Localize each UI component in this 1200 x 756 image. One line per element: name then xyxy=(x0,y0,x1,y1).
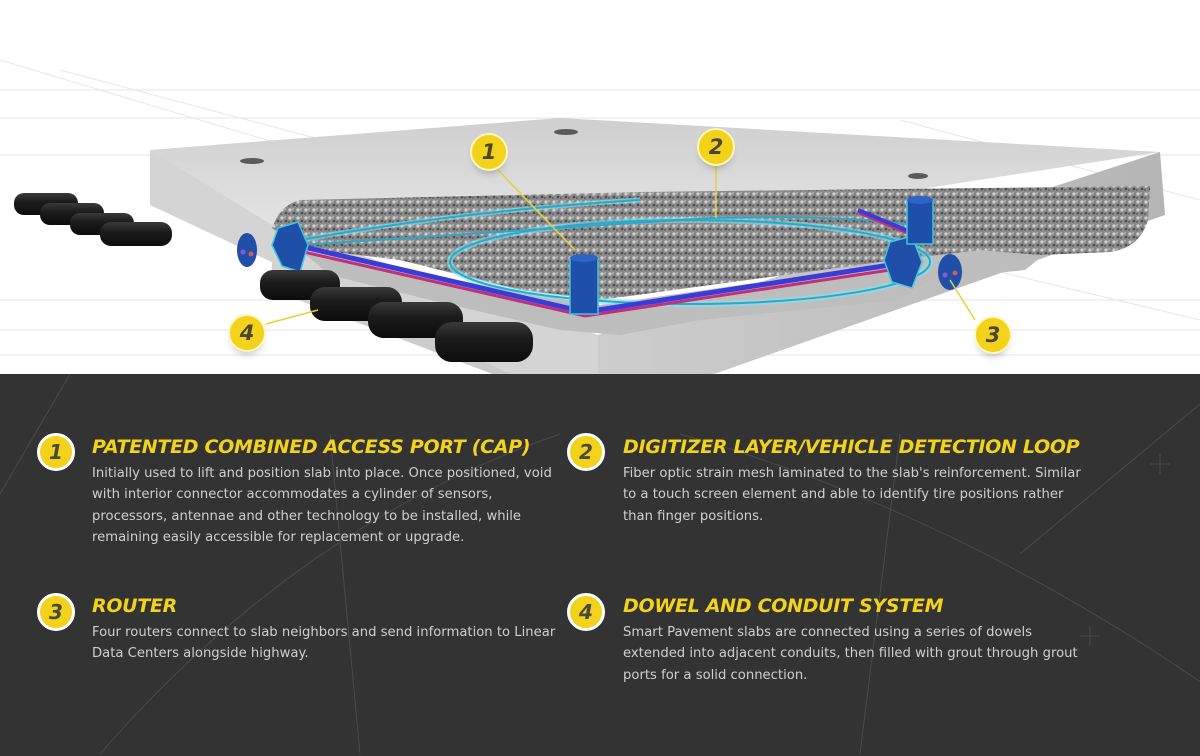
dowels-left xyxy=(14,193,172,246)
feature-number-badge: 3 xyxy=(37,593,75,631)
diagram-callout-2: 2 xyxy=(697,128,735,166)
feature-number-badge: 2 xyxy=(567,433,605,471)
feature-number-badge: 1 xyxy=(37,433,75,471)
feature-title: ROUTER xyxy=(92,595,177,617)
feature-description: Four routers connect to slab neighbors a… xyxy=(92,625,556,662)
feature-panel: 1 PATENTED COMBINED ACCESS PORT (CAP) In… xyxy=(0,374,1200,756)
panel-background-lines xyxy=(0,374,1200,755)
feature-title: DIGITIZER LAYER/VEHICLE DETECTION LOOP xyxy=(623,436,1080,458)
diagram-callout-4: 4 xyxy=(228,314,266,352)
combined-access-port-2 xyxy=(906,196,934,245)
feature-title: PATENTED COMBINED ACCESS PORT (CAP) xyxy=(92,436,531,458)
grout-port xyxy=(554,129,578,135)
diagram-callout-3: 3 xyxy=(974,316,1012,354)
feature-number-badge: 4 xyxy=(567,593,605,631)
feature-description: Initially used to lift and position slab… xyxy=(92,466,552,545)
feature-title: DOWEL AND CONDUIT SYSTEM xyxy=(623,595,944,617)
callout-leaders xyxy=(265,165,976,325)
digitizer-loop xyxy=(299,197,933,307)
slab-diagram xyxy=(0,59,1200,374)
slab-illustration: 1 2 3 4 xyxy=(0,0,1200,374)
grout-port xyxy=(240,158,264,164)
combined-access-port xyxy=(569,254,599,315)
dowels-front xyxy=(260,270,533,362)
router xyxy=(938,254,962,290)
feature-description: Fiber optic strain mesh laminated to the… xyxy=(623,466,1081,524)
diagram-callout-1: 1 xyxy=(470,133,508,171)
router xyxy=(237,233,257,267)
grout-port xyxy=(908,173,928,179)
feature-description: Smart Pavement slabs are connected using… xyxy=(623,625,1078,683)
